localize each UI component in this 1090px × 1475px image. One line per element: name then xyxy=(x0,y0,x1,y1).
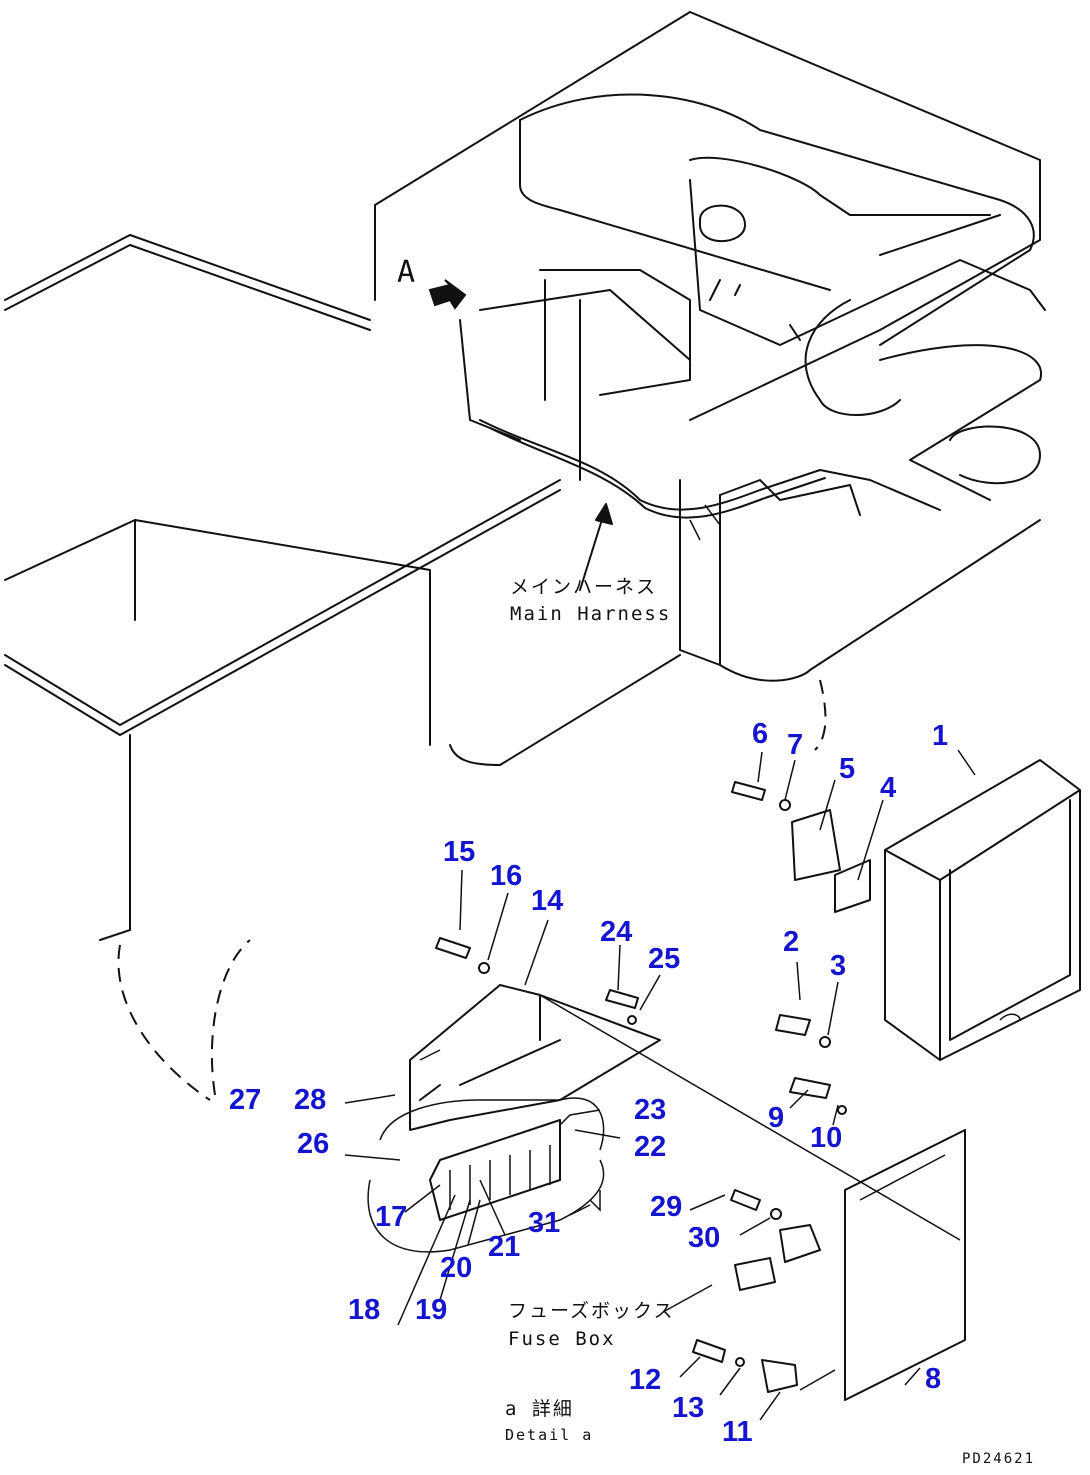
callout-3: 3 xyxy=(830,950,847,982)
fuse-block xyxy=(367,984,961,1253)
callout-2: 2 xyxy=(783,926,800,958)
callout-11: 11 xyxy=(722,1416,753,1448)
callout-19: 19 xyxy=(415,1294,448,1326)
callout-1: 1 xyxy=(932,720,949,752)
callout-9: 9 xyxy=(768,1102,785,1134)
callout-13: 13 xyxy=(672,1392,705,1424)
callout-24: 24 xyxy=(600,916,633,948)
detail-label-jp: a 詳細 xyxy=(505,1398,574,1420)
callout-17: 17 xyxy=(375,1201,408,1233)
callout-26: 26 xyxy=(297,1128,330,1160)
view-label: A xyxy=(397,255,416,290)
callout-5: 5 xyxy=(839,753,856,785)
callout-31: 31 xyxy=(528,1207,561,1239)
callout-12: 12 xyxy=(629,1364,662,1396)
callout-7: 7 xyxy=(787,729,804,761)
callout-21: 21 xyxy=(488,1231,521,1263)
fuse-box-label-jp: フューズボックス xyxy=(508,1300,675,1322)
callout-8: 8 xyxy=(925,1363,942,1395)
callout-23: 23 xyxy=(634,1094,667,1126)
drawing-id: PD24621 xyxy=(962,1451,1036,1467)
callout-22: 22 xyxy=(634,1131,667,1163)
main-harness xyxy=(479,179,1046,591)
callout-16: 16 xyxy=(490,860,523,892)
leader-lines xyxy=(344,749,976,1421)
callout-25: 25 xyxy=(648,943,681,975)
harness-label-jp: メインハーネス xyxy=(510,576,658,598)
callout-20: 20 xyxy=(440,1252,473,1284)
callout-27: 27 xyxy=(229,1084,262,1116)
callout-29: 29 xyxy=(650,1191,683,1223)
detail-label-en: Detail a xyxy=(505,1426,594,1444)
callout-6: 6 xyxy=(752,718,769,750)
view-arrow xyxy=(428,279,467,310)
callout-30: 30 xyxy=(688,1222,721,1254)
body-bed-outline xyxy=(4,234,827,1101)
fuse-box-cover xyxy=(884,759,1081,1061)
fuse-box-label-en: Fuse Box xyxy=(508,1328,616,1350)
callout-10: 10 xyxy=(810,1122,843,1154)
callout-15: 15 xyxy=(443,836,476,868)
callout-28: 28 xyxy=(294,1084,327,1116)
callout-4: 4 xyxy=(880,772,897,804)
cab-outline xyxy=(374,11,1043,682)
mounting-plate xyxy=(844,1129,966,1401)
callout-14: 14 xyxy=(531,885,564,917)
callout-18: 18 xyxy=(348,1294,381,1326)
harness-label-en: Main Harness xyxy=(510,603,672,625)
